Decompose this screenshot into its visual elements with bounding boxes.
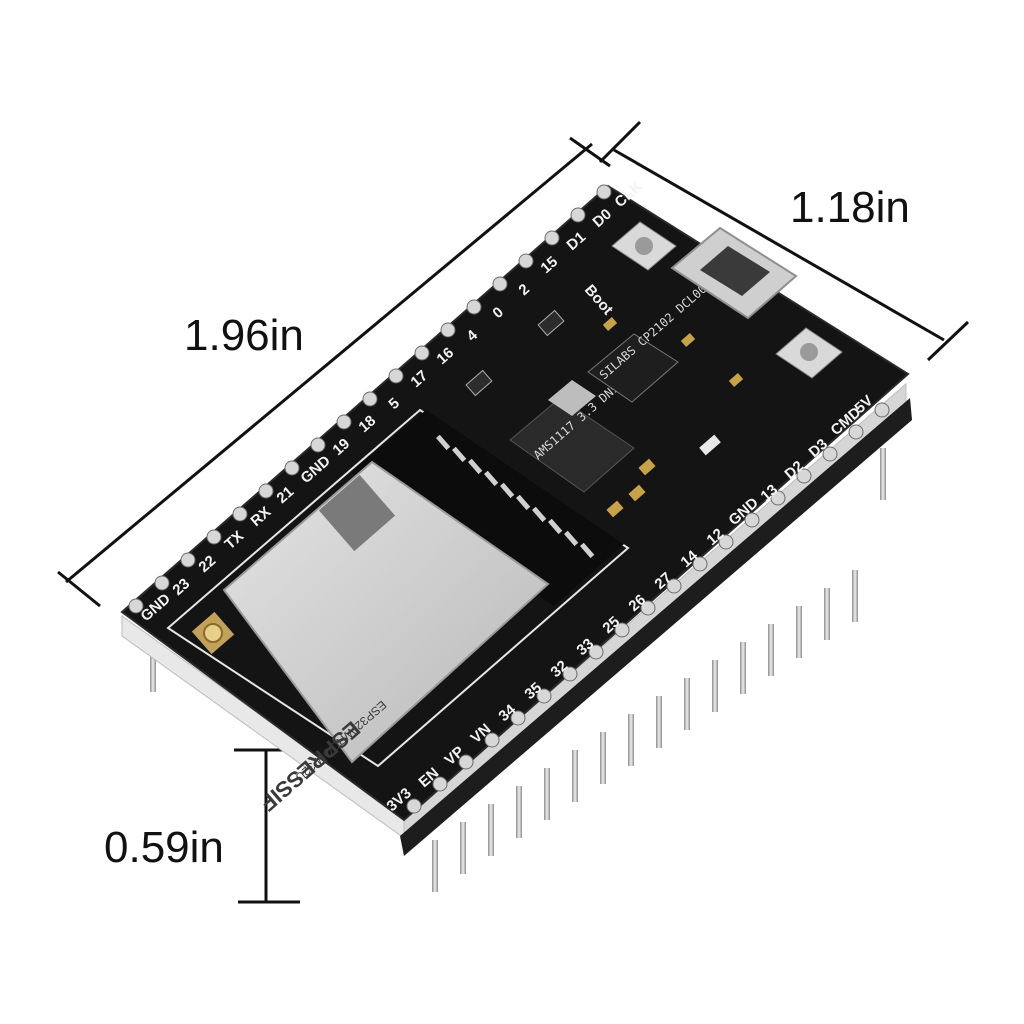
length-label: 1.96in (184, 311, 304, 360)
header-strip-bottom (400, 398, 912, 856)
boot-button (611, 221, 677, 271)
height-label: 0.59in (104, 823, 224, 872)
header-pins-left (150, 648, 156, 692)
header-pins-bottom (432, 448, 886, 892)
length-dimension (57, 136, 611, 608)
antenna-connector (191, 611, 235, 655)
en-button (775, 327, 843, 379)
width-dimension (598, 120, 970, 362)
top-header-pins (128, 184, 612, 614)
micro-usb-port (670, 226, 798, 320)
qr-code (318, 474, 396, 552)
width-label: 1.18in (790, 183, 910, 232)
module-outline (166, 408, 630, 768)
bottom-header-pins (406, 402, 890, 814)
module-pads (435, 434, 595, 559)
smd-components (465, 309, 744, 518)
module-pcb (350, 410, 624, 606)
esp32-module-shield (222, 460, 550, 764)
